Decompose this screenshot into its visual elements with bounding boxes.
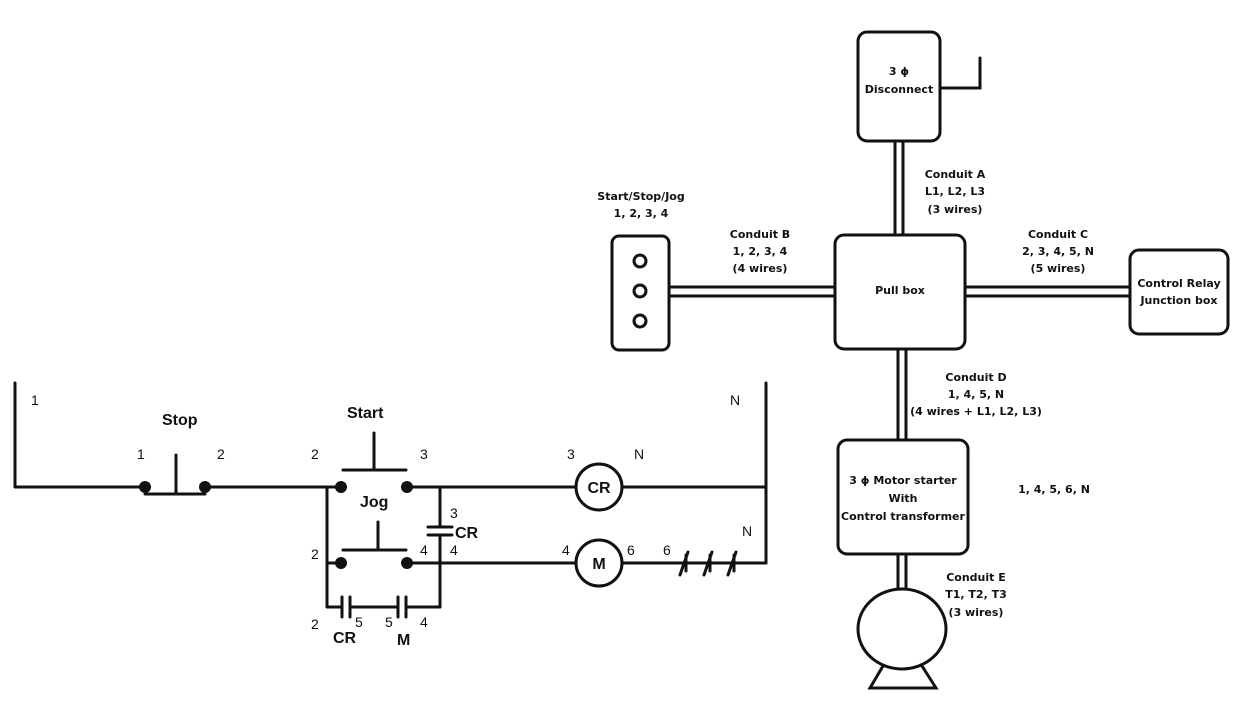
conduit-d-count: (4 wires + L1, L2, L3): [910, 405, 1042, 418]
station-button-3: [632, 313, 648, 329]
conduit-e-title: Conduit E: [946, 571, 1006, 584]
conduit-e-count: (3 wires): [949, 606, 1004, 619]
station-button-1: [632, 253, 648, 269]
cr-contact-label: CR: [455, 525, 479, 542]
motor-starter-box: [836, 438, 970, 556]
disconnect-handle: [938, 56, 982, 90]
motor-starter-line-2: With: [889, 492, 918, 505]
conduit-c-count: (5 wires): [1031, 262, 1086, 275]
starter-wire-list: 1, 4, 5, 6, N: [1018, 483, 1090, 496]
conduit-b-title: Conduit B: [730, 228, 790, 241]
station-button-2: [632, 283, 648, 299]
stop-label: Stop: [162, 412, 198, 429]
start-terminal-left: 2: [311, 446, 319, 462]
holding-terminal-right: 4: [420, 614, 428, 630]
jog-terminal-right-2: 4: [450, 542, 458, 558]
holding-terminal-left: 2: [311, 616, 319, 632]
start-terminal-right: 3: [420, 446, 428, 462]
start-label: Start: [347, 405, 384, 422]
right-rail-label: N: [730, 392, 740, 408]
pull-box: [833, 233, 967, 351]
overload-terminal-right: N: [742, 523, 752, 539]
conduit-a-count: (3 wires): [928, 203, 983, 216]
stop-terminal-1: 1: [137, 446, 145, 462]
start-stop-jog-station: [610, 234, 671, 352]
m-coil-terminal-left: 4: [562, 542, 570, 558]
station-title: Start/Stop/Jog: [597, 190, 684, 203]
motor-base: [867, 664, 939, 690]
holding-terminal-mid-2: 5: [385, 614, 393, 630]
control-relay-line-1: Control Relay: [1137, 277, 1220, 290]
m-coil-label: M: [592, 556, 605, 573]
cr-holding-label: CR: [333, 630, 357, 647]
ladder-diagram: 1 N Stop 1 2 Start 2 3 CR 3 N: [13, 381, 768, 649]
motor-icon: [856, 587, 948, 671]
control-relay-line-2: Junction box: [1139, 294, 1217, 307]
cr-coil-terminal-right: N: [634, 446, 644, 462]
m-holding-label: M: [397, 632, 410, 649]
layout-diagram: 3 ϕ Disconnect Conduit A L1, L2, L3 (3 w…: [597, 30, 1230, 690]
cr-contact-terminal: 3: [450, 505, 458, 521]
stop-terminal-2: 2: [217, 446, 225, 462]
holding-terminal-mid-1: 5: [355, 614, 363, 630]
overload-contacts: [678, 550, 738, 577]
start-pushbutton: [335, 431, 413, 493]
jog-label: Jog: [360, 494, 388, 511]
pull-box-label: Pull box: [875, 284, 925, 297]
m-coil-terminal-right: 6: [627, 542, 635, 558]
conduit-a-wires: L1, L2, L3: [925, 185, 985, 198]
conduit-c-title: Conduit C: [1028, 228, 1088, 241]
cr-coil-terminal-left: 3: [567, 446, 575, 462]
motor-starter-line-3: Control transformer: [841, 510, 965, 523]
station-wires: 1, 2, 3, 4: [614, 207, 669, 220]
jog-terminal-right: 4: [420, 542, 428, 558]
stop-pushbutton: [139, 453, 211, 496]
disconnect-label: Disconnect: [865, 83, 933, 96]
left-rail-label: 1: [31, 392, 39, 408]
conduit-d-title: Conduit D: [945, 371, 1006, 384]
control-relay-junction-box: [1128, 248, 1230, 336]
motor-starter-line-1: 3 ϕ Motor starter: [849, 474, 957, 487]
jog-terminal-left: 2: [311, 546, 319, 562]
conduit-d-wires: 1, 4, 5, N: [948, 388, 1004, 401]
conduit-e-wires: T1, T2, T3: [945, 588, 1007, 601]
jog-pushbutton: [335, 520, 413, 569]
conduit-a-title: Conduit A: [925, 168, 986, 181]
cr-coil-label: CR: [587, 480, 611, 497]
overload-terminal-left: 6: [663, 542, 671, 558]
disconnect-line-1: 3 ϕ: [889, 65, 909, 78]
conduit-b-count: (4 wires): [733, 262, 788, 275]
conduit-b-wires: 1, 2, 3, 4: [733, 245, 788, 258]
conduit-c-wires: 2, 3, 4, 5, N: [1022, 245, 1094, 258]
